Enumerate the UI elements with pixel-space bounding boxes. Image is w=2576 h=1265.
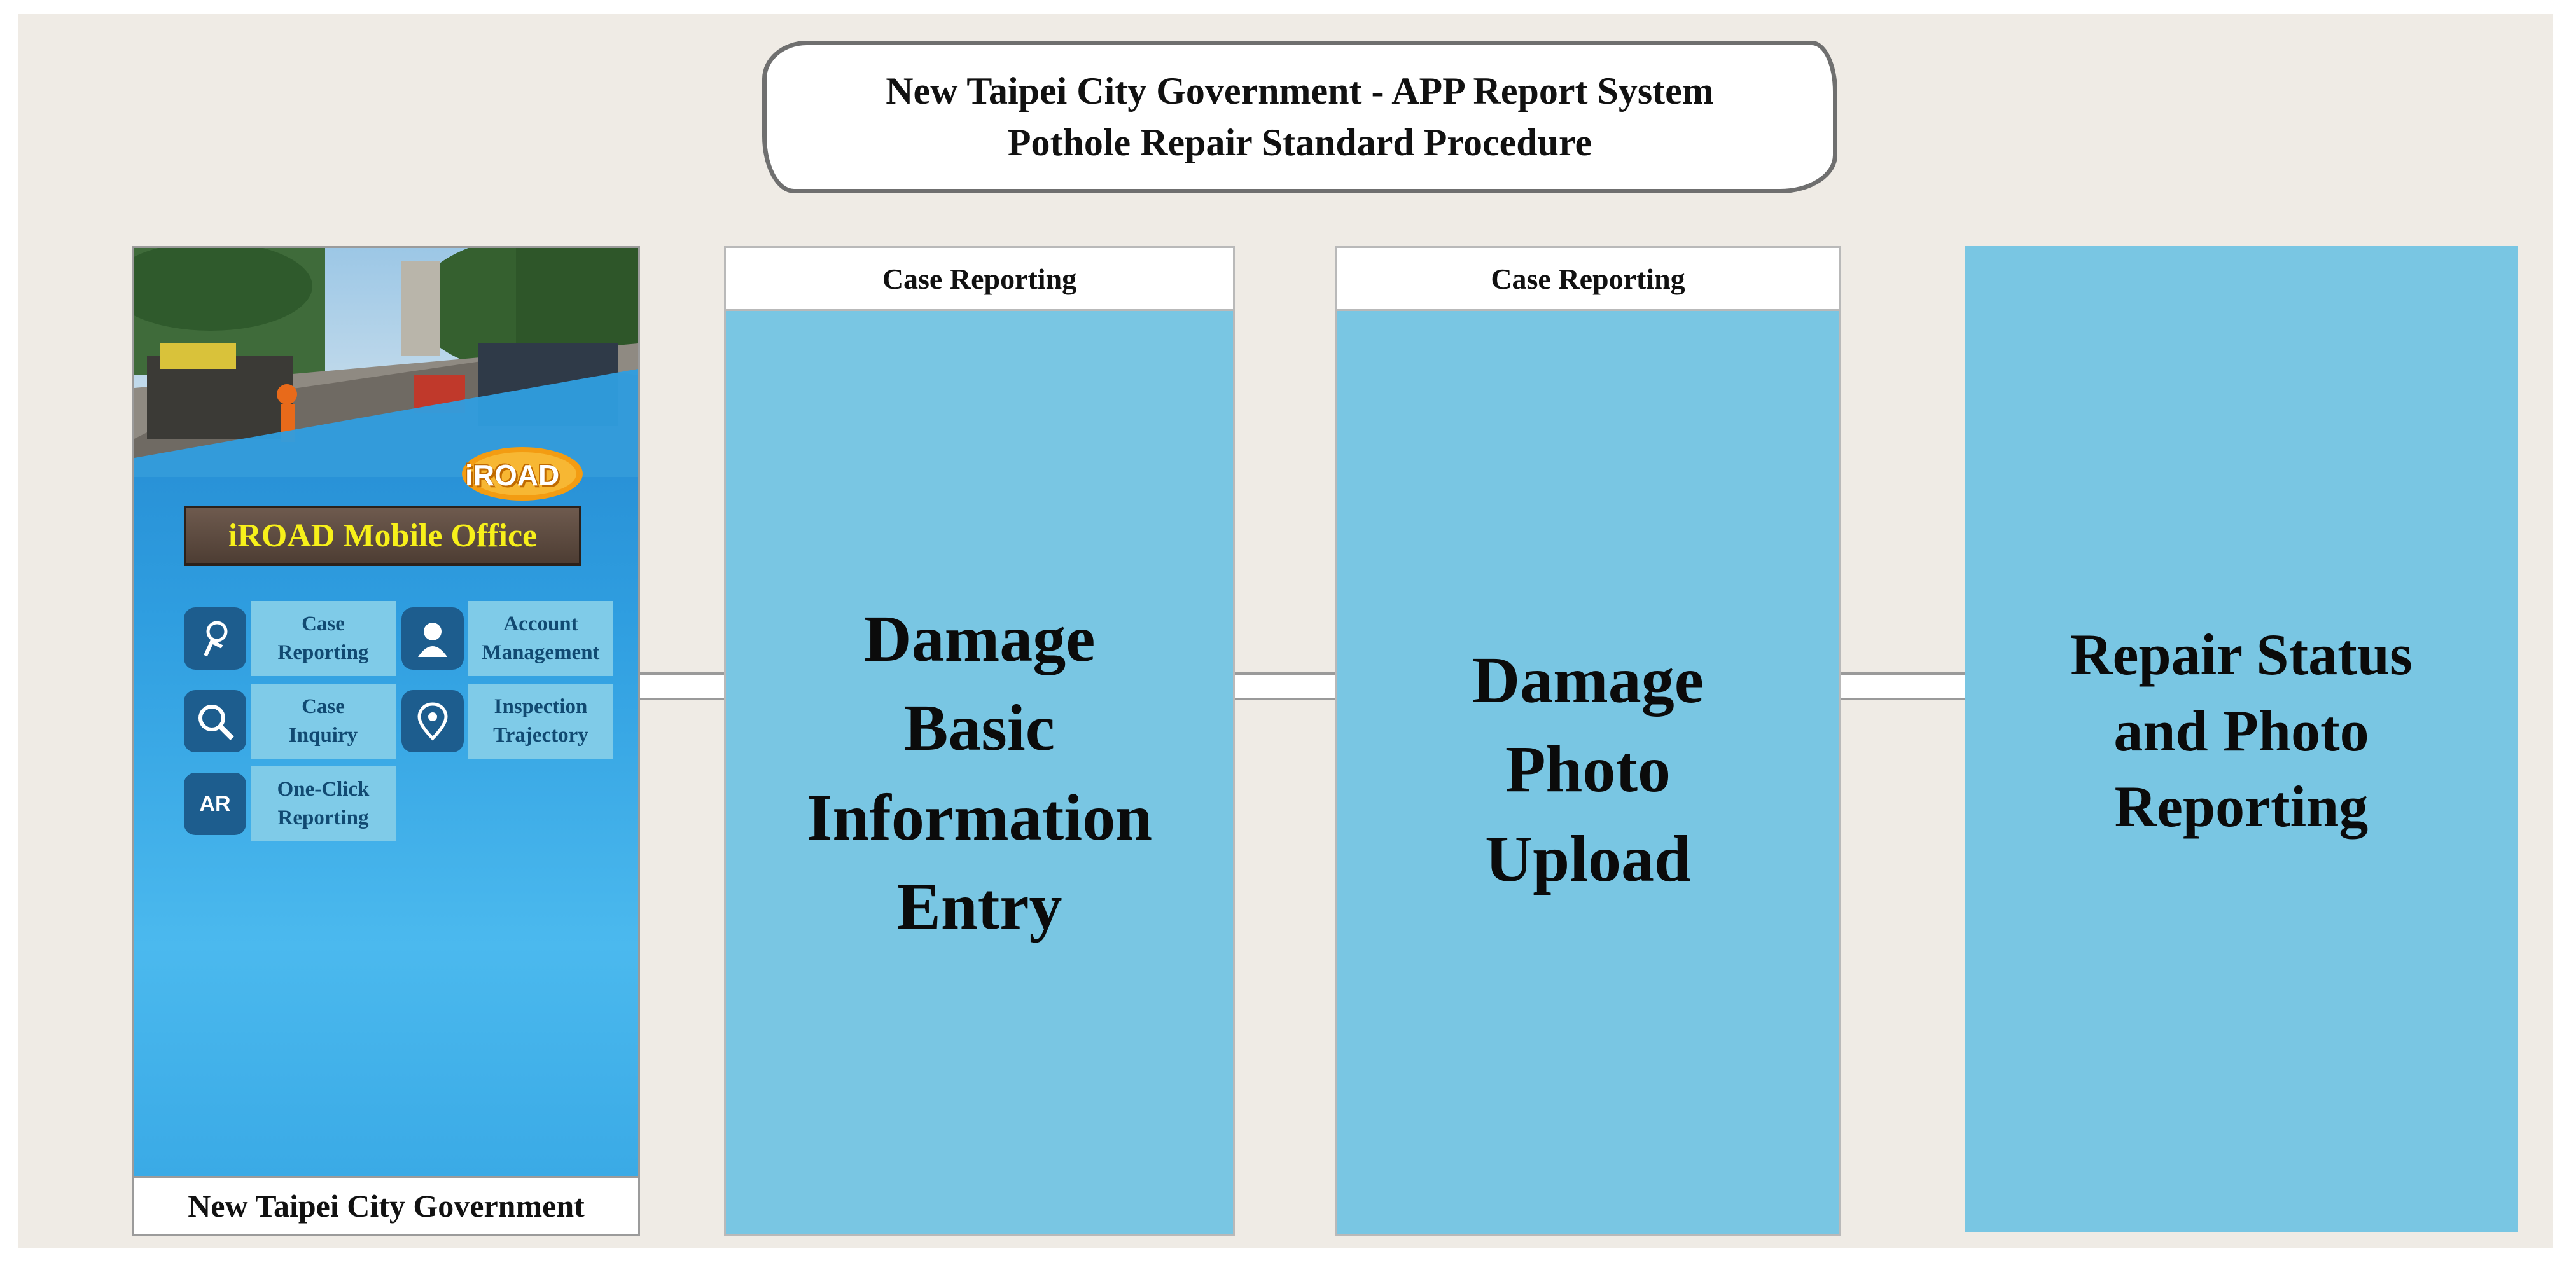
title-box: New Taipei City Government - APP Report …	[762, 41, 1837, 193]
account-icon	[401, 607, 464, 670]
step-text-line: Photo	[1505, 733, 1671, 806]
menu-one-click-reporting[interactable]: AR One-Click Reporting	[184, 766, 396, 841]
menu-inspection-trajectory[interactable]: Inspection Trajectory	[401, 684, 613, 759]
hand-touch-icon	[184, 607, 246, 670]
menu-label-line: Inquiry	[288, 724, 358, 747]
menu-account-management[interactable]: Account Management	[401, 601, 613, 676]
step-text-line: Upload	[1485, 822, 1691, 895]
menu-label-line: Inspection	[494, 695, 588, 719]
step-text-line: Damage	[863, 602, 1096, 675]
iroad-logo-text: iROAD	[465, 459, 560, 492]
step-card-repair-status: Repair Status and Photo Reporting	[1965, 246, 2518, 1232]
menu-label: One-Click Reporting	[251, 766, 396, 841]
step-card-basic-info: Case Reporting Damage Basic Information …	[724, 246, 1235, 1236]
step-text-line: Basic	[904, 691, 1055, 765]
mobile-office-banner: iROAD Mobile Office	[184, 506, 581, 566]
title-line-2: Pothole Repair Standard Procedure	[1007, 121, 1592, 163]
menu-label-line: Reporting	[277, 806, 369, 829]
app-phone-mockup: iROAD iROAD Mobile Office Case Reporting	[132, 246, 640, 1236]
menu-case-inquiry[interactable]: Case Inquiry	[184, 684, 396, 759]
step-card-header: Case Reporting	[726, 248, 1233, 311]
step-card-text: Damage Basic Information Entry	[726, 595, 1233, 952]
magnifier-icon	[184, 690, 246, 752]
menu-label-line: Account	[503, 612, 578, 636]
menu-label-line: Case	[302, 695, 345, 719]
step-text-line: Reporting	[2114, 774, 2369, 840]
road-repair-photo	[134, 248, 638, 477]
menu-case-reporting[interactable]: Case Reporting	[184, 601, 396, 676]
ar-icon: AR	[184, 773, 246, 835]
menu-label: Inspection Trajectory	[468, 684, 613, 759]
menu-label-line: One-Click	[277, 778, 370, 801]
step-text-line: Entry	[896, 870, 1062, 944]
phone-screen: iROAD iROAD Mobile Office Case Reporting	[134, 248, 638, 1178]
title-line-1: New Taipei City Government - APP Report …	[886, 70, 1714, 112]
menu-label-line: Trajectory	[493, 724, 588, 747]
step-text-line: Repair Status	[2070, 622, 2412, 687]
step-card-header: Case Reporting	[1337, 248, 1839, 311]
menu-label-line: Reporting	[277, 641, 369, 664]
menu-label: Case Inquiry	[251, 684, 396, 759]
step-text-line: Information	[806, 780, 1153, 854]
diagram-canvas: New Taipei City Government - APP Report …	[18, 14, 2553, 1248]
connector-3	[1837, 672, 1984, 700]
menu-label-line: Case	[302, 612, 345, 636]
menu-label: Case Reporting	[251, 601, 396, 676]
iroad-logo	[462, 447, 583, 501]
step-card-text: Damage Photo Upload	[1337, 636, 1839, 904]
phone-footer: New Taipei City Government	[134, 1176, 638, 1234]
step-card-text: Repair Status and Photo Reporting	[1967, 617, 2516, 845]
map-pin-icon	[401, 690, 464, 752]
step-text-line: and Photo	[2113, 698, 2369, 763]
menu-label-line: Management	[482, 641, 600, 664]
menu-label: Account Management	[468, 601, 613, 676]
step-card-photo-upload: Case Reporting Damage Photo Upload	[1335, 246, 1841, 1236]
ar-icon-text: AR	[199, 791, 231, 816]
step-text-line: Damage	[1472, 644, 1704, 717]
